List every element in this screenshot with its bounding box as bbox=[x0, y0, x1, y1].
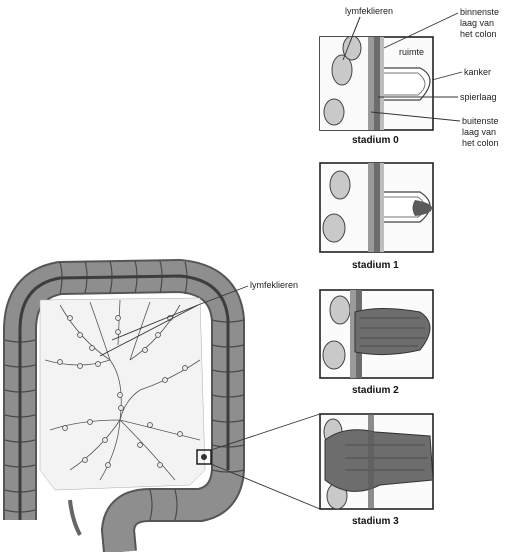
muscle-layer-label: spierlaag bbox=[460, 92, 497, 102]
outer-layer-label: buitenste laag van het colon bbox=[462, 116, 501, 148]
stage-0-label: stadium 0 bbox=[352, 135, 399, 146]
stage-3-label: stadium 3 bbox=[352, 516, 399, 527]
colon-illustration bbox=[5, 261, 320, 552]
stage-1-label: stadium 1 bbox=[352, 260, 399, 271]
lymph-nodes-label: lymfeklieren bbox=[345, 6, 393, 16]
stage-2-label: stadium 2 bbox=[352, 385, 399, 396]
lymph-nodes-colon-label: lymfeklieren bbox=[250, 280, 298, 290]
lumen-label: ruimte bbox=[399, 47, 424, 57]
tumor-stage-2 bbox=[355, 309, 430, 355]
inner-layer-label: binnenste laag van het colon bbox=[460, 7, 502, 39]
cancer-label: kanker bbox=[464, 67, 491, 77]
